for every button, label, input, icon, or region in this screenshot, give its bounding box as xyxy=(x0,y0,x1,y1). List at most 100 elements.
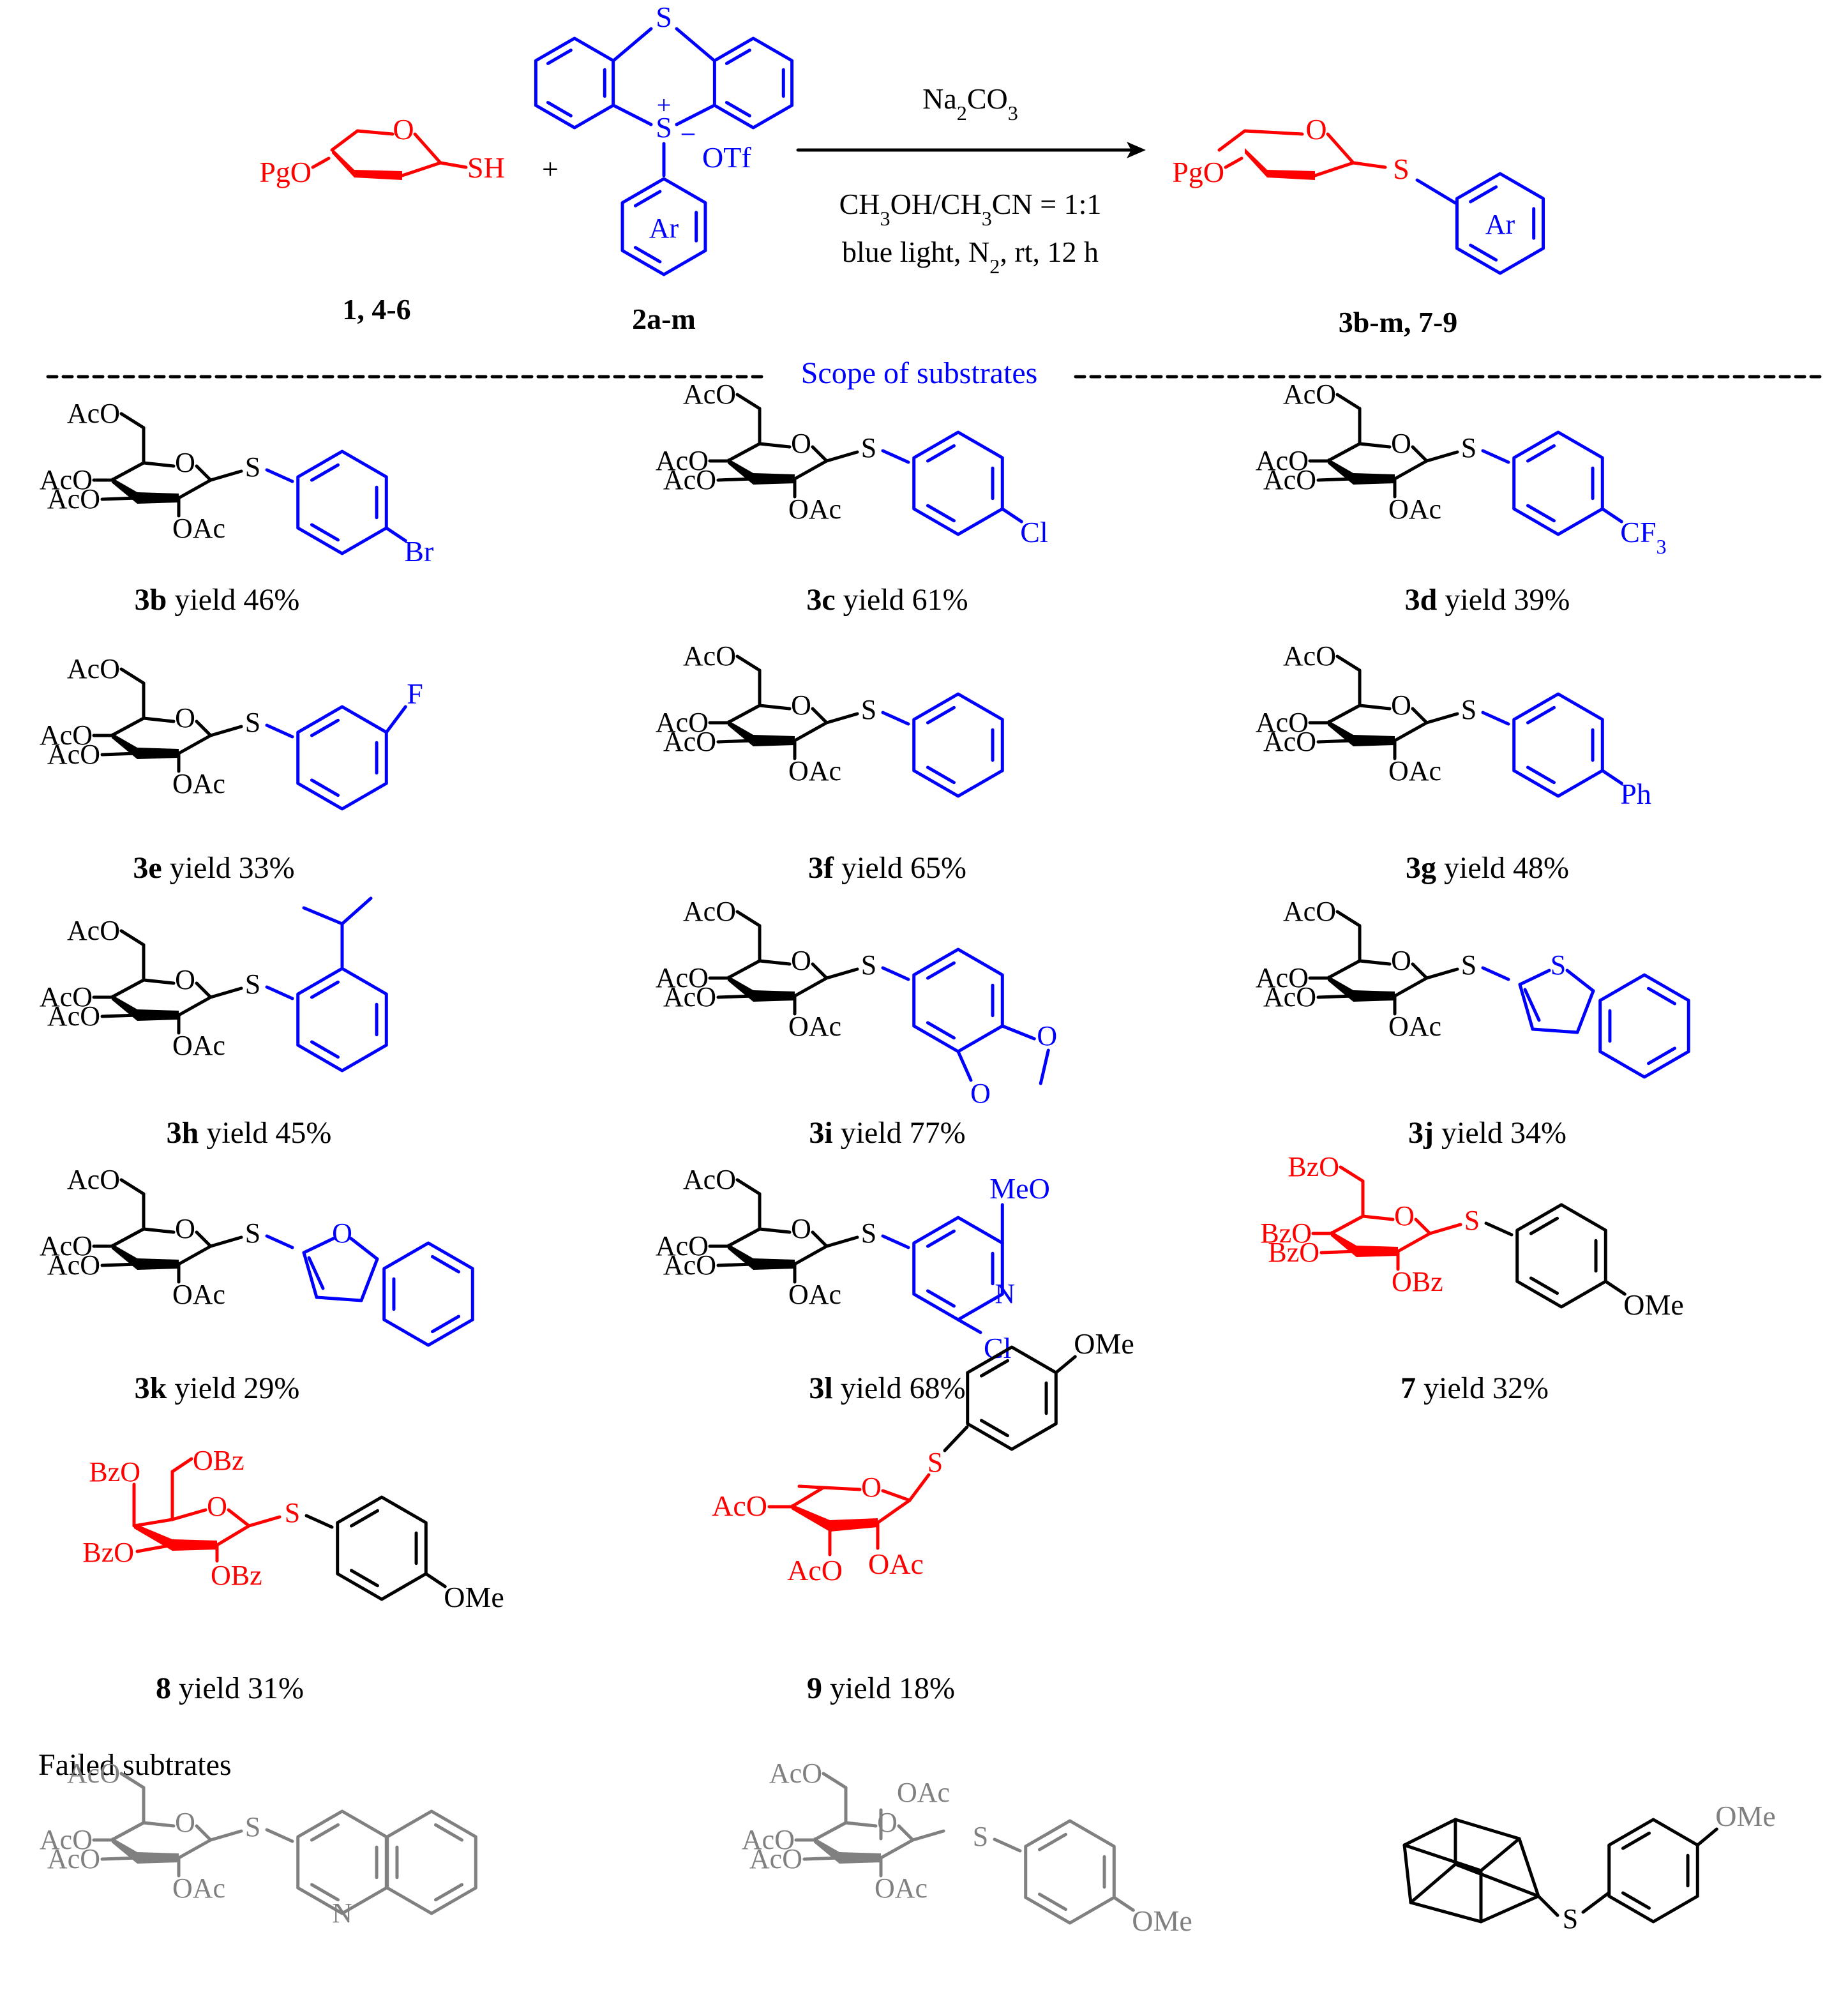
bond xyxy=(302,906,344,926)
sulfur-atom: S xyxy=(928,1447,943,1478)
aromatic-bond xyxy=(1526,705,1556,725)
wedge-bond xyxy=(1353,990,1395,1002)
bond xyxy=(956,1050,973,1082)
wedge-bond xyxy=(137,492,179,504)
protecting-group-4: BzO xyxy=(1260,1218,1312,1249)
ring-bond xyxy=(726,959,792,980)
bond xyxy=(876,1498,912,1525)
ring-oxygen: O xyxy=(1305,113,1326,146)
bond xyxy=(209,1235,243,1248)
aromatic-bond xyxy=(430,1255,461,1274)
heteroatom: S xyxy=(1551,949,1566,981)
sulfur-atom: S xyxy=(973,1821,988,1852)
protecting-group-6: AcO xyxy=(683,379,736,410)
text-part: OH/CH xyxy=(890,188,982,220)
protecting-group-2: OAc xyxy=(1388,494,1441,525)
ring-oxygen: O xyxy=(861,1472,882,1503)
bond xyxy=(1428,1223,1462,1235)
bond xyxy=(1600,507,1623,524)
ar-label: Ar xyxy=(1485,209,1515,240)
bond xyxy=(735,654,762,672)
protecting-group-4: AcO xyxy=(656,707,709,738)
protecting-group-3: AcO xyxy=(47,483,100,515)
bond xyxy=(612,27,653,63)
bond xyxy=(311,156,331,169)
ring-oxygen: O xyxy=(1391,945,1411,976)
aromatic-bond xyxy=(1037,1892,1068,1911)
obz-2: OBz xyxy=(211,1560,262,1591)
ring-oxygen: O xyxy=(175,447,195,478)
compound-yield: 7 yield 32% xyxy=(1401,1371,1549,1405)
ring-bond xyxy=(1329,1214,1395,1235)
ring-bond xyxy=(195,1230,213,1248)
compound-yield: 3e yield 33% xyxy=(133,851,294,885)
sulfur-atom: S xyxy=(1563,1903,1578,1934)
protecting-group-2: OAc xyxy=(172,768,225,799)
reactant2-label: 2a-m xyxy=(632,303,696,335)
bond xyxy=(134,1523,172,1551)
bond xyxy=(1479,1837,1521,1873)
yield-text: yield 31% xyxy=(171,1671,304,1705)
bond xyxy=(1565,969,1595,993)
protecting-group-3: AcO xyxy=(663,726,716,757)
bond xyxy=(1523,988,1541,1022)
ring-bond xyxy=(811,707,829,725)
compound-id: 3k xyxy=(135,1371,167,1405)
protecting-group-4: AcO xyxy=(742,1824,795,1855)
bond xyxy=(1425,450,1459,463)
benzene-ring xyxy=(386,1809,477,1915)
bond xyxy=(943,1425,969,1452)
bond xyxy=(332,148,354,177)
bond xyxy=(1351,161,1387,169)
text-part: , rt, 12 h xyxy=(1000,236,1099,268)
aromatic-bond xyxy=(1529,1276,1559,1295)
bond xyxy=(1409,1862,1457,1904)
bond xyxy=(265,1828,294,1843)
wedge-bond xyxy=(1353,473,1395,485)
yield-text: yield 77% xyxy=(833,1116,966,1150)
bond xyxy=(1112,1896,1135,1912)
aromatic-bond xyxy=(310,463,340,482)
benzene-ring xyxy=(336,1495,428,1601)
bond xyxy=(735,393,762,411)
bond xyxy=(132,1508,207,1528)
protecting-group-2: OAc xyxy=(172,513,225,544)
protecting-group-2: OAc xyxy=(875,1873,928,1904)
bond xyxy=(100,751,139,757)
aromatic-bond xyxy=(310,1823,340,1842)
protecting-group-2: OBz xyxy=(1392,1266,1443,1297)
bond xyxy=(135,1543,174,1553)
bond xyxy=(265,723,294,739)
bzo-3: BzO xyxy=(82,1537,134,1568)
aromatic-bond xyxy=(546,101,573,117)
sh-label: SH xyxy=(467,151,505,184)
protecting-group-4: AcO xyxy=(656,445,709,476)
benzene-ring xyxy=(296,967,388,1073)
bond xyxy=(1224,156,1243,169)
compound-yield: 3d yield 39% xyxy=(1405,583,1570,617)
bond xyxy=(1326,132,1355,165)
aromatic-bond xyxy=(546,49,573,65)
benzene-ring xyxy=(1024,1819,1116,1925)
ring-oxygen: O xyxy=(1391,428,1411,459)
ring-bond xyxy=(793,1244,829,1266)
bond xyxy=(1481,711,1510,726)
protecting-group-2: OAc xyxy=(788,494,841,525)
bond xyxy=(413,132,442,165)
aromatic-bond xyxy=(1526,504,1556,523)
protecting-group-2: OAc xyxy=(788,1279,841,1310)
benzene-ring xyxy=(1515,1203,1607,1309)
bond xyxy=(359,1257,379,1302)
pgo-label: PgO xyxy=(1172,156,1224,188)
reagent-label: Na2CO3 xyxy=(922,82,1018,124)
substituent-ph: Ph xyxy=(1620,778,1651,810)
ring-bond xyxy=(195,464,213,482)
protecting-group-6: AcO xyxy=(769,1758,822,1789)
